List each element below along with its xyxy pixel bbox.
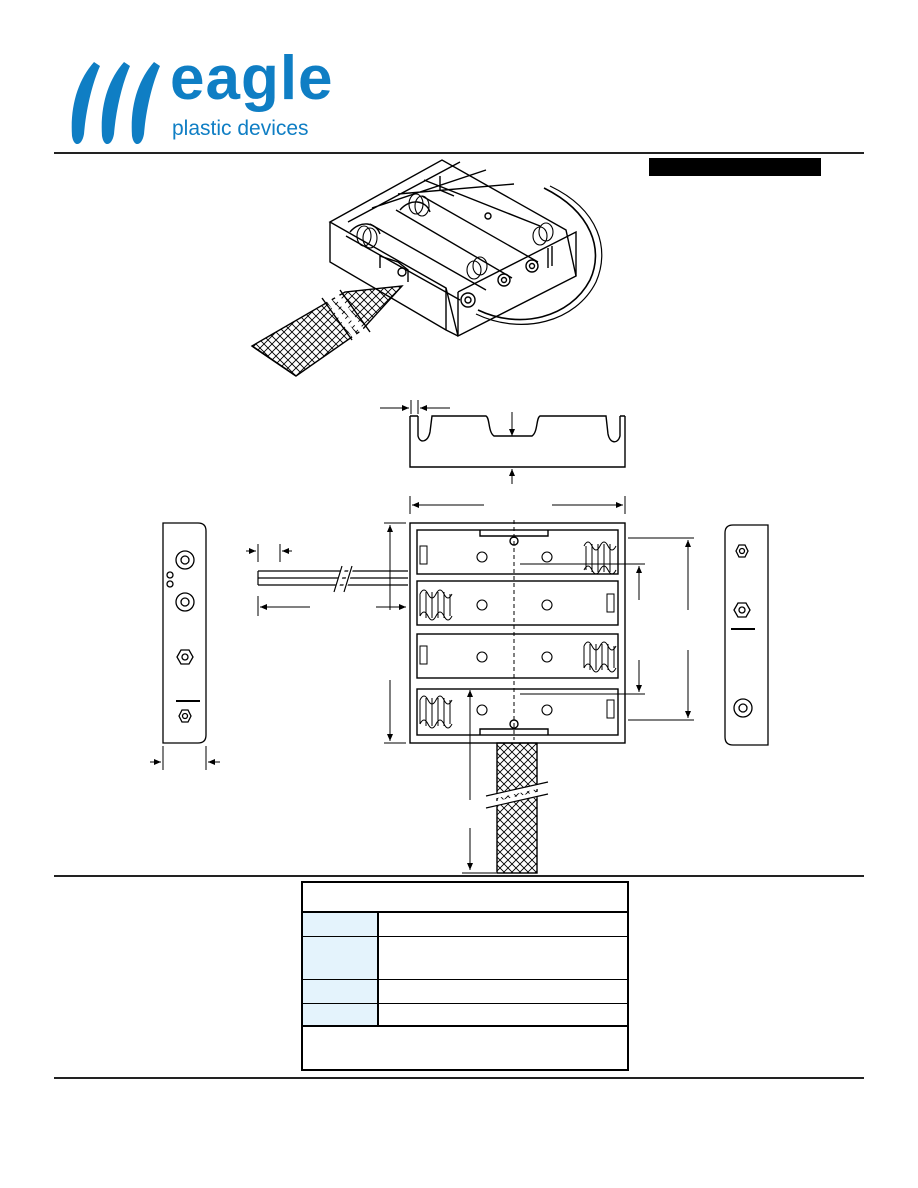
lead-wires-side <box>246 544 408 616</box>
brand-tagline: plastic devices <box>172 117 309 140</box>
spec-table-footer <box>303 1045 627 1069</box>
part-number-bar <box>649 158 821 176</box>
spec-value <box>379 1004 627 1025</box>
spec-row <box>303 980 627 1004</box>
spec-table <box>301 881 629 1071</box>
right-side-view <box>724 524 769 746</box>
battery-holder-plan-view <box>409 520 626 874</box>
brand-name: eagle <box>170 44 334 113</box>
pitch-dimensions <box>520 537 694 721</box>
spec-label <box>303 937 379 979</box>
spec-table-header <box>303 883 627 913</box>
eagle-logo-stripes-icon <box>71 62 160 145</box>
footer-rule <box>54 1077 864 1079</box>
lead-length-dimension <box>462 690 496 874</box>
spec-row <box>303 937 627 980</box>
left-side-view <box>150 522 220 770</box>
header-rule <box>54 152 864 154</box>
spec-row <box>303 913 627 937</box>
spec-value <box>379 913 627 936</box>
spec-value <box>379 980 627 1003</box>
width-dimension <box>409 496 626 514</box>
spec-label <box>303 1004 379 1025</box>
battery-holder-isometric-view <box>250 159 603 377</box>
technical-drawing <box>150 159 769 874</box>
spec-label <box>303 913 379 936</box>
spec-value <box>379 937 627 979</box>
height-dimension <box>384 522 406 744</box>
spec-label <box>303 980 379 1003</box>
middle-rule <box>54 875 864 877</box>
end-profile-view <box>380 400 626 484</box>
spec-row <box>303 1004 627 1027</box>
